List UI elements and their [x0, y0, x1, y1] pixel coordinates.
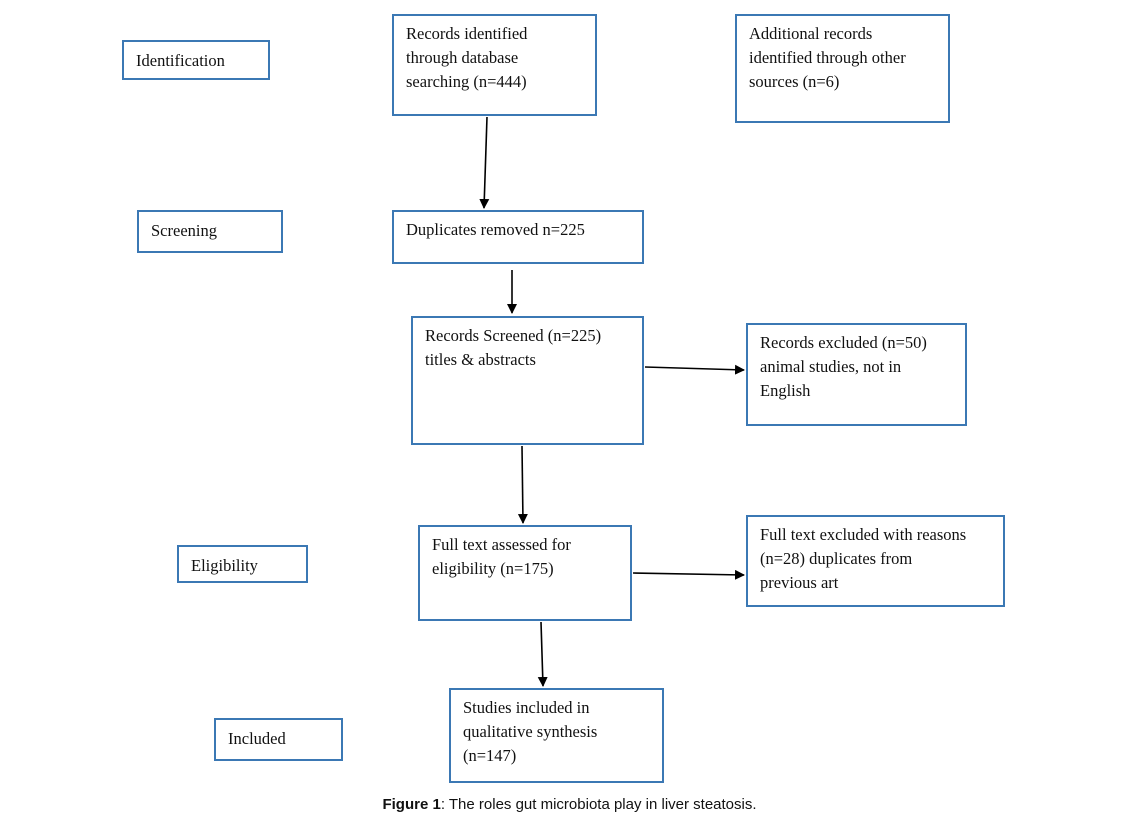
arrow-fulltext-to-excluded: [632, 569, 745, 580]
arrow-screened-to-fulltext: [517, 445, 528, 524]
figure-caption-text: : The roles gut microbiota play in liver…: [440, 796, 757, 813]
stage-identification: Identification: [122, 40, 270, 80]
box-fulltext-assessed: Full text assessed for eligibility (n=17…: [418, 525, 632, 621]
arrow-fulltext-to-included: [537, 621, 548, 687]
stage-eligibility: Eligibility: [177, 545, 308, 583]
arrow-database-to-duplicates: [479, 116, 490, 209]
stage-included: Included: [214, 718, 343, 761]
box-fulltext-excluded: Full text excluded with reasons (n=28) d…: [746, 515, 1005, 607]
box-duplicates-removed: Duplicates removed n=225: [392, 210, 644, 264]
box-records-screened: Records Screened (n=225) titles & abstra…: [411, 316, 644, 445]
figure-caption: Figure 1: The roles gut microbiota play …: [0, 796, 1139, 813]
figure-caption-label: Figure 1: [382, 796, 441, 813]
arrow-screened-to-excluded: [644, 364, 745, 375]
box-studies-included: Studies included in qualitative synthesi…: [449, 688, 664, 783]
box-records-excluded: Records excluded (n=50) animal studies, …: [746, 323, 967, 426]
box-database-records: Records identified through database sear…: [392, 14, 597, 116]
stage-screening: Screening: [137, 210, 283, 253]
box-other-records: Additional records identified through ot…: [735, 14, 950, 123]
